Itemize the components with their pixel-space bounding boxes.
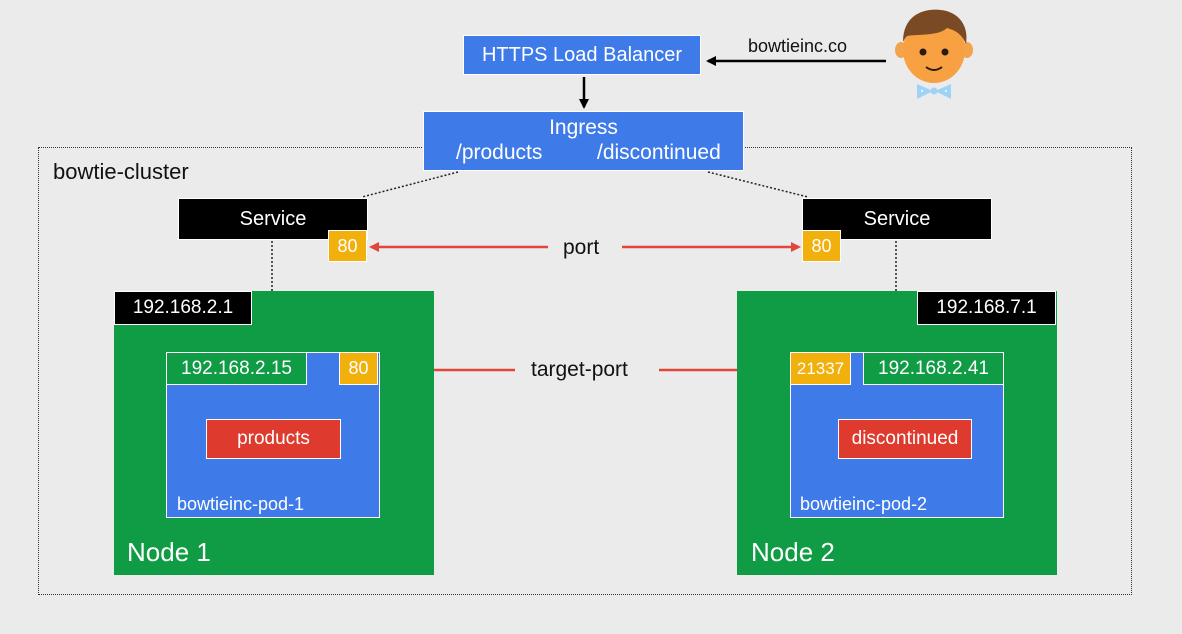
target-port-label: target-port <box>531 358 628 381</box>
service-port-value: 80 <box>337 235 358 256</box>
service-port-badge-2: 80 <box>802 230 841 262</box>
pod-1-name: bowtieinc-pod-1 <box>177 494 305 514</box>
link-ingress-service-1 <box>361 171 459 198</box>
service-label: Service <box>863 207 931 230</box>
person-with-bowtie-icon <box>895 6 973 102</box>
pod-port-value: 80 <box>348 358 369 378</box>
service-port-badge-1: 80 <box>328 230 367 262</box>
app-label: discontinued <box>851 428 959 449</box>
ingress-box: Ingress /products /discontinued <box>423 111 744 171</box>
service-box-2: Service <box>802 198 992 240</box>
node-ip-value: 192.168.2.1 <box>132 297 234 318</box>
node-1-ip: 192.168.2.1 <box>114 291 252 325</box>
pod-ip-value: 192.168.2.41 <box>878 357 989 379</box>
cluster-label: bowtie-cluster <box>53 159 189 184</box>
domain-label: bowtieinc.co <box>748 36 848 56</box>
node-ip-value: 192.168.7.1 <box>936 297 1037 318</box>
load-balancer-label: HTTPS Load Balancer <box>481 43 683 66</box>
port-label: port <box>563 236 600 259</box>
pod-port-value: 21337 <box>796 358 845 378</box>
pod-2-port-badge: 21337 <box>790 352 851 385</box>
service-label: Service <box>239 207 307 230</box>
node-2-ip: 192.168.7.1 <box>917 291 1056 325</box>
ingress-path-discontinued: /discontinued <box>597 141 721 164</box>
node-2-label: Node 2 <box>751 537 835 567</box>
app-discontinued: discontinued <box>838 419 972 459</box>
link-ingress-service-2 <box>707 171 809 198</box>
pod-1-port-badge: 80 <box>339 352 378 385</box>
ingress-path-products: /products <box>456 141 543 164</box>
load-balancer-box: HTTPS Load Balancer <box>463 35 701 75</box>
service-port-value: 80 <box>811 235 832 256</box>
pod-ip-value: 192.168.2.15 <box>181 357 292 379</box>
app-label: products <box>237 428 310 449</box>
pod-2-name: bowtieinc-pod-2 <box>800 494 928 514</box>
node-1-label: Node 1 <box>127 537 211 567</box>
pod-1-ip: 192.168.2.15 <box>166 352 307 385</box>
pod-2-ip: 192.168.2.41 <box>863 352 1004 385</box>
app-products: products <box>206 419 341 459</box>
service-box-1: Service <box>178 198 368 240</box>
ingress-title: Ingress <box>549 116 618 139</box>
